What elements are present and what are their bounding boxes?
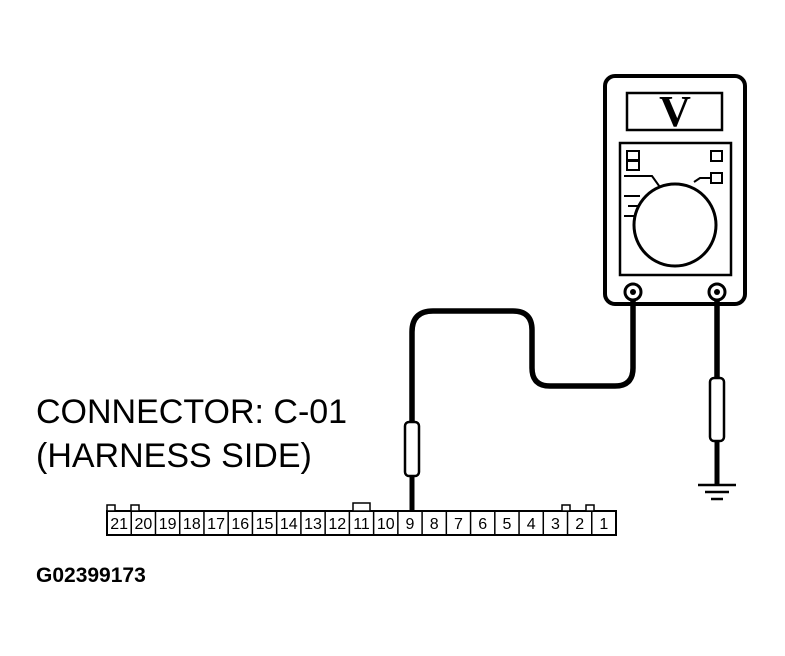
pin-6: 6 — [478, 516, 487, 533]
pin-11: 11 — [353, 516, 370, 533]
connector-body — [106, 510, 617, 536]
pin-10: 10 — [377, 516, 395, 533]
pin-4: 4 — [527, 516, 536, 533]
jack-center — [714, 289, 720, 295]
pin-5: 5 — [502, 516, 511, 533]
figure-code: G02399173 — [36, 564, 146, 587]
test-lead-left — [409, 300, 636, 422]
pin-21: 21 — [110, 516, 128, 533]
pin-14: 14 — [280, 516, 298, 533]
pin-13: 13 — [304, 516, 322, 533]
pin-19: 19 — [159, 516, 177, 533]
meter-range-marks — [624, 175, 710, 217]
harness-side-label: (HARNESS SIDE) — [36, 437, 312, 475]
pin-20: 20 — [134, 516, 152, 533]
meter-button-icon — [710, 150, 723, 162]
pin-3: 3 — [551, 516, 560, 533]
probe-left — [403, 420, 421, 478]
jack-center — [630, 289, 636, 295]
voltmeter: V — [603, 74, 747, 306]
connector-key — [352, 502, 371, 512]
ground-icon — [698, 483, 736, 501]
connector-tab — [561, 504, 571, 512]
meter-switch-icon — [626, 160, 640, 171]
pin-12: 12 — [328, 516, 346, 533]
connector-tab — [585, 504, 595, 512]
connector-tab — [130, 504, 140, 512]
meter-switch-icon — [626, 150, 640, 161]
connector-title: CONNECTOR: C-01 — [36, 393, 347, 431]
pin-2: 2 — [575, 516, 584, 533]
meter-display-letter: V — [659, 87, 691, 136]
connector-tab — [106, 504, 116, 512]
meter-dial — [632, 182, 718, 268]
pin-18: 18 — [183, 516, 201, 533]
meter-display — [625, 91, 724, 132]
pin-7: 7 — [454, 516, 463, 533]
pin-17: 17 — [207, 516, 225, 533]
probe-right — [708, 376, 726, 443]
pin-1: 1 — [599, 516, 608, 533]
pin-8: 8 — [430, 516, 439, 533]
meter-button-icon — [710, 172, 723, 184]
pin-9: 9 — [406, 516, 415, 533]
pin-15: 15 — [256, 516, 274, 533]
pin-16: 16 — [231, 516, 249, 533]
